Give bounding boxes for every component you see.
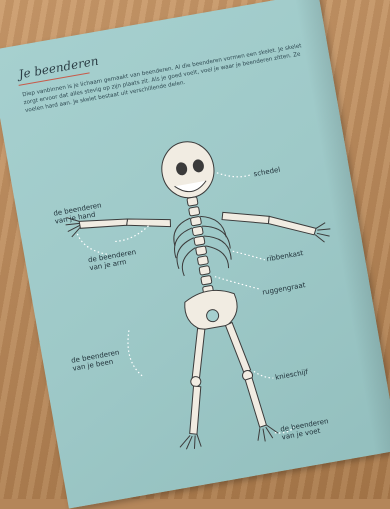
right-arm-bones (221, 194, 333, 259)
left-leg-bones (160, 327, 225, 451)
right-leg-bones (225, 318, 279, 445)
spine (187, 197, 214, 295)
skull (157, 138, 218, 202)
